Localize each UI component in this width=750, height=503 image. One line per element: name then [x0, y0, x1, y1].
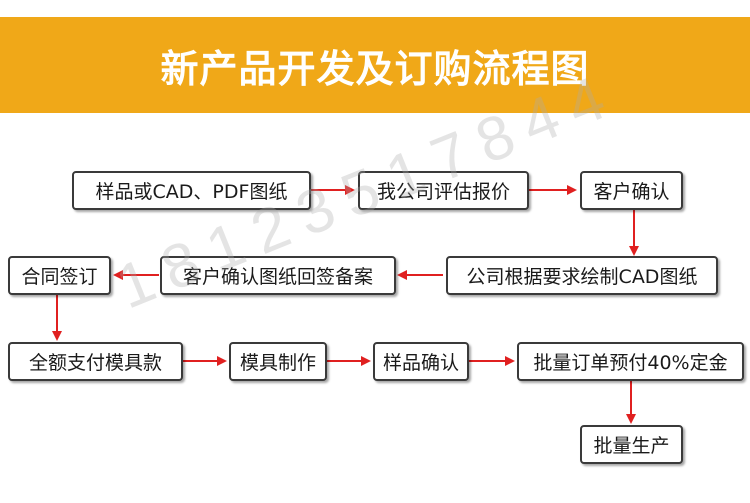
- step-mass-production: 批量生产: [580, 425, 683, 464]
- step-sample-or-drawings: 样品或CAD、PDF图纸: [72, 171, 311, 210]
- step-mold-making: 模具制作: [229, 342, 327, 381]
- step-customer-confirm: 客户确认: [580, 171, 683, 210]
- page-title: 新产品开发及订购流程图: [160, 46, 590, 91]
- step-company-quote: 我公司评估报价: [358, 171, 529, 210]
- step-sample-confirm: 样品确认: [373, 342, 469, 381]
- step-draw-cad: 公司根据要求绘制CAD图纸: [446, 256, 718, 295]
- title-banner: 新产品开发及订购流程图: [0, 17, 750, 113]
- step-mold-payment: 全额支付模具款: [8, 342, 183, 381]
- step-deposit: 批量订单预付40%定金: [517, 342, 744, 381]
- step-contract: 合同签订: [8, 256, 111, 295]
- step-drawing-signoff: 客户确认图纸回签备案: [160, 256, 396, 295]
